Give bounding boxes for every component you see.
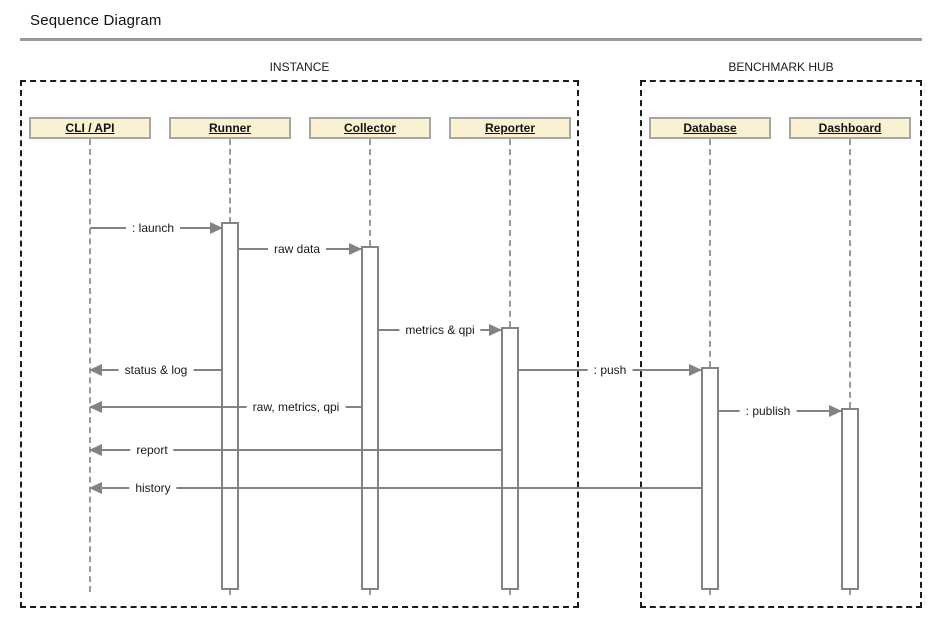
message-label: history xyxy=(129,481,177,495)
message-raw-metrics-qpi: raw, metrics, qpi xyxy=(89,400,361,414)
page-title: Sequence Diagram xyxy=(30,12,162,29)
lifeline-database xyxy=(709,139,711,367)
activation-database xyxy=(701,367,719,590)
message-publish: : publish xyxy=(719,404,842,418)
lifeline-dashboard xyxy=(849,139,851,408)
activation-reporter xyxy=(501,327,519,590)
arrow-right-icon xyxy=(210,222,223,234)
frame-label-instance: INSTANCE xyxy=(269,60,330,74)
lifeline-stub-reporter xyxy=(509,590,511,595)
message-label: report xyxy=(130,443,174,457)
message-label: metrics & qpi xyxy=(399,323,481,337)
lifeline-stub-dashboard xyxy=(849,590,851,595)
message-launch: : launch xyxy=(90,221,223,235)
lifeline-reporter xyxy=(509,139,511,327)
message-metrics-qpi: metrics & qpi xyxy=(379,323,502,337)
participant-database: Database xyxy=(649,117,771,139)
message-raw-data: raw data xyxy=(239,242,362,256)
lifeline-stub-runner xyxy=(229,590,231,595)
participant-runner: Runner xyxy=(169,117,291,139)
lifeline-stub-collector xyxy=(369,590,371,595)
activation-dashboard xyxy=(841,408,859,590)
message-status-log: status & log xyxy=(89,363,221,377)
frame-instance xyxy=(20,80,579,608)
participant-cli-api: CLI / API xyxy=(29,117,151,139)
activation-collector xyxy=(361,246,379,590)
participant-reporter: Reporter xyxy=(449,117,571,139)
arrow-left-icon xyxy=(89,364,102,376)
arrow-right-icon xyxy=(489,324,502,336)
arrow-left-icon xyxy=(89,482,102,494)
message-history: history xyxy=(89,481,701,495)
message-label: raw, metrics, qpi xyxy=(246,400,346,414)
lifeline-stub-database xyxy=(709,590,711,595)
message-label: status & log xyxy=(118,363,194,377)
message-report: report xyxy=(89,443,501,457)
message-push: : push xyxy=(519,363,702,377)
message-label: : push xyxy=(587,363,633,377)
arrow-left-icon xyxy=(89,401,102,413)
message-label: : launch xyxy=(125,221,181,235)
frame-label-benchmark-hub: BENCHMARK HUB xyxy=(728,60,834,74)
arrow-right-icon xyxy=(349,243,362,255)
title-divider xyxy=(20,38,922,41)
message-label: : publish xyxy=(739,404,797,418)
participant-collector: Collector xyxy=(309,117,431,139)
arrow-left-icon xyxy=(89,444,102,456)
participant-dashboard: Dashboard xyxy=(789,117,911,139)
lifeline-collector xyxy=(369,139,371,246)
lifeline-runner xyxy=(229,139,231,223)
message-label: raw data xyxy=(267,242,327,256)
frame-benchmark-hub xyxy=(640,80,922,608)
arrow-right-icon xyxy=(689,364,702,376)
arrow-right-icon xyxy=(829,405,842,417)
